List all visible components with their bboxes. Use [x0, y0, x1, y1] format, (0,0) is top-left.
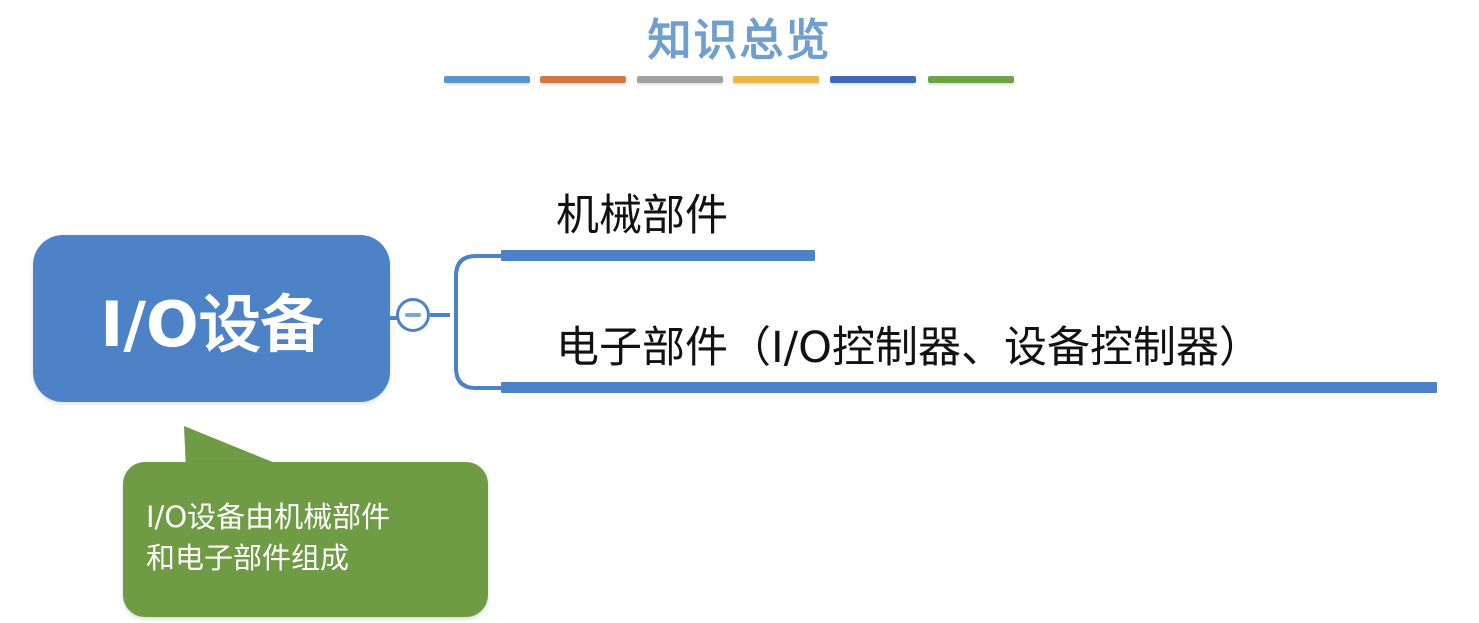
note-text: I/O设备由机械部件 和电子部件组成 [146, 497, 456, 579]
color-stripe [733, 76, 819, 83]
color-stripe [637, 76, 723, 83]
color-stripe [444, 76, 530, 83]
note-callout[interactable] [123, 462, 488, 617]
color-stripe [830, 76, 916, 83]
note-line: 和电子部件组成 [146, 541, 350, 575]
child-topic-mechanical-underline [501, 250, 815, 261]
color-stripe [928, 76, 1014, 83]
root-topic-node[interactable]: I/O设备 [33, 235, 390, 402]
note-line: I/O设备由机械部件 [146, 500, 391, 534]
color-stripe [540, 76, 626, 83]
minus-icon [405, 313, 421, 317]
child-topic-electronic-underline [501, 382, 1437, 393]
page-title: 知识总览 [647, 15, 832, 66]
child-topic-mechanical[interactable]: 机械部件 [556, 191, 728, 241]
child-topic-electronic[interactable]: 电子部件（I/O控制器、设备控制器） [556, 323, 1263, 373]
collapse-toggle-button[interactable] [396, 298, 430, 332]
root-topic-label: I/O设备 [100, 287, 323, 361]
